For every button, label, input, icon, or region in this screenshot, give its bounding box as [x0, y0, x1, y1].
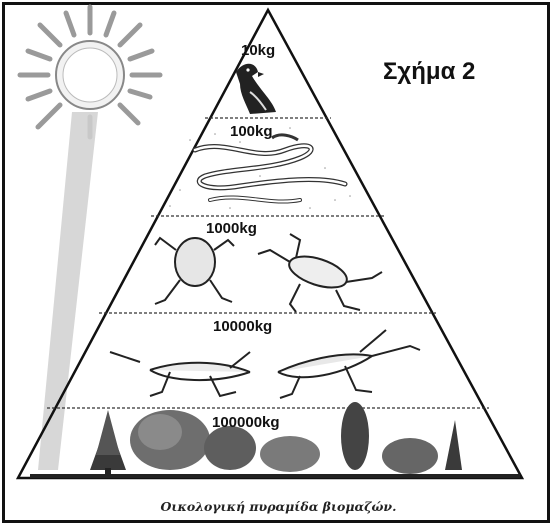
sunbeam — [38, 112, 98, 470]
frog-icon — [155, 234, 382, 312]
tier-label-1000kg: 1000kg — [206, 220, 257, 237]
bird-icon — [236, 64, 276, 114]
figure-title: Σχήμα 2 — [383, 58, 475, 86]
figure-caption: Οικολογική πυραμίδα βιομαζών. — [0, 499, 557, 514]
grasshopper-icon — [110, 330, 420, 398]
tier-label-10kg: 10kg — [241, 42, 275, 59]
tier-label-100kg: 100kg — [230, 123, 273, 140]
tier-dividers — [47, 118, 489, 408]
tier-label-10000kg: 10000kg — [213, 318, 272, 335]
tier-label-100000kg: 100000kg — [212, 414, 280, 431]
